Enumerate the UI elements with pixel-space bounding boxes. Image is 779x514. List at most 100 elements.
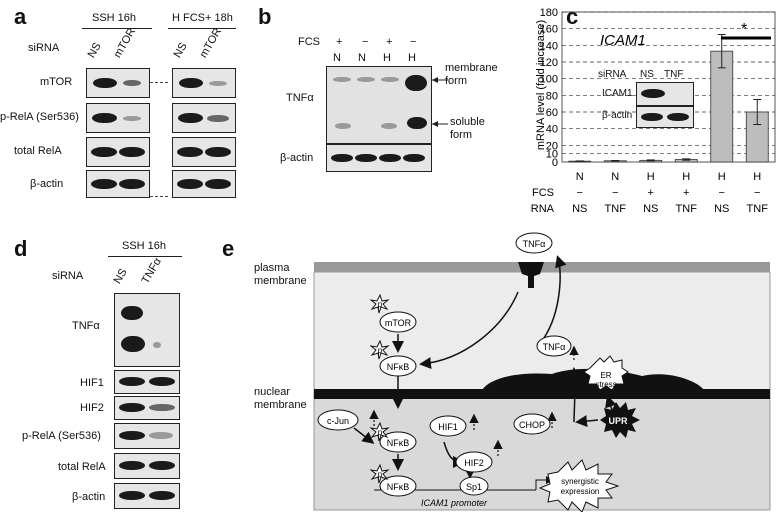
tnf-receptor — [518, 262, 544, 288]
panel-a-group-left: SSH 16h — [92, 12, 137, 24]
chart-ylabel: mRNA level (fold increase) — [535, 20, 547, 150]
soluble-arrow-head — [432, 121, 438, 127]
chart-fcs-label: − — [612, 187, 618, 199]
inset-blot-icam1 — [636, 82, 694, 106]
nucleus — [313, 393, 771, 511]
panel-d-group: SSH 16h — [122, 240, 167, 252]
panel-b-fcs-3: + — [386, 36, 393, 48]
panel-a-blot-totalrela-left — [86, 137, 150, 167]
panel-a-blot-mtor-left — [86, 68, 150, 98]
node-nfkb-cyto — [379, 355, 417, 377]
panel-a-row-actin: β-actin — [30, 178, 64, 190]
phospho-nfkb-cyto-label: p — [378, 346, 383, 355]
chart-sirna-label: NS — [714, 203, 729, 215]
chart-ytick-label: 140 — [540, 40, 558, 52]
chart-fcs-label: − — [754, 187, 760, 199]
inset-lane-1: NS — [640, 69, 654, 80]
panel-b-row-tnf: TNFα — [286, 92, 314, 104]
inset-blot-actin — [636, 106, 694, 128]
chart-ytick-label: 40 — [546, 124, 558, 136]
node-hif1 — [429, 415, 467, 437]
node-nfkb-cyto-label: NFκB — [387, 362, 410, 372]
panel-c-letter: c — [566, 4, 579, 29]
arrow-upr-er — [605, 395, 617, 411]
panel-a-dash-top — [150, 82, 168, 83]
node-cjun — [317, 409, 359, 431]
panel-a-blot-prela-left — [86, 103, 150, 133]
panel-d-row-hif1: HIF1 — [80, 377, 104, 389]
chart-sirna-label: NS — [643, 203, 658, 215]
panel-d-letter: d — [14, 236, 28, 261]
panel-d-blot-tnf — [114, 293, 180, 367]
phospho-nfkb-cyto-shape — [370, 340, 390, 360]
panel-b-lane-3: H — [383, 52, 391, 64]
node-cjun-label: c-Jun — [327, 416, 349, 426]
panel-a-lane-2: mTOR — [111, 26, 139, 60]
arrow-cjun-nfkb — [353, 427, 375, 444]
phospho-nfkb-nuc: p — [370, 422, 390, 442]
arrow-chop-tnf — [568, 367, 581, 423]
node-tnf-cyto — [536, 335, 572, 357]
node-mtor-label: mTOR — [385, 318, 412, 328]
arrow-tnf-secretion — [543, 255, 567, 339]
panel-a-blot-totalrela-right — [172, 137, 236, 167]
inset-sirna-label: siRNA — [598, 69, 627, 80]
chart-category-label: H — [647, 171, 655, 183]
inset-row-icam1: ICAM1 — [602, 88, 633, 99]
phospho-nfkb-promoter-shape — [370, 464, 390, 484]
chart-fcs-label: + — [648, 187, 654, 199]
chart-fcs-label: + — [683, 187, 689, 199]
panel-b-blot-actin — [326, 144, 432, 172]
panel-a-dash-bottom — [150, 196, 168, 197]
panel-b-fcs-4: − — [410, 36, 417, 48]
chart-category-label: N — [611, 171, 619, 183]
panel-b-fcs-1: + — [336, 36, 343, 48]
panel-a-sirna-label: siRNA — [28, 42, 60, 54]
chart-sirna-label: TNF — [747, 203, 769, 215]
node-tnf-cyto-label: TNFα — [543, 342, 566, 352]
node-tnf-top-wrap: TNFα — [515, 232, 553, 254]
panel-d-lane-2: TNFα — [139, 255, 164, 286]
node-nfkb-nuc — [379, 431, 417, 453]
node-nfkb-promoter — [379, 475, 417, 497]
chart-ytick-label: 60 — [546, 107, 558, 119]
inset-row-actin: β-actin — [602, 110, 633, 121]
node-er-stress-label-2: stress — [595, 380, 616, 389]
plasma-membrane-label: plasma membrane — [254, 262, 307, 287]
node-hif1-label: HIF1 — [438, 422, 458, 432]
chart-ytick-label: 0 — [552, 157, 558, 169]
node-nfkb-promoter-label: NFκB — [387, 482, 410, 492]
node-synergistic — [538, 459, 620, 512]
chart-fcs-row-label: FCS — [532, 187, 554, 199]
chart-sirna-row-label: siRNA — [530, 203, 555, 215]
panel-d-blot-hif2 — [114, 396, 180, 420]
phospho-nfkb-cyto: p — [370, 340, 390, 360]
panel-b-blot-tnf — [326, 66, 432, 144]
panel-b-arrows — [432, 77, 448, 127]
chart-sirna-label: NS — [572, 203, 587, 215]
panel-a-row-mtor: mTOR — [40, 76, 73, 88]
panel-a-blot-prela-right — [172, 103, 236, 133]
panel-b-letter: b — [258, 4, 272, 29]
promoter-tss — [535, 476, 554, 490]
chart-sirna-label: TNF — [676, 203, 698, 215]
panel-d-blot-hif1 — [114, 370, 180, 394]
panel-d-row-actin: β-actin — [72, 491, 106, 503]
chart-ytick-label: 20 — [546, 140, 558, 152]
significance-star: * — [741, 21, 747, 38]
node-hif2 — [455, 451, 493, 473]
panel-a-lane-1: NS — [85, 40, 104, 60]
panel-b-fcs-label: FCS — [298, 36, 320, 48]
node-hif2-label: HIF2 — [464, 458, 484, 468]
node-chop — [513, 413, 551, 435]
chart-ytick-label: 10 — [546, 149, 558, 161]
nuclear-membrane-label: nuclear membrane — [254, 386, 307, 411]
arrow-receptor-nfkb — [419, 291, 519, 370]
chart-category-label: H — [718, 171, 726, 183]
phospho-nfkb-promoter-label: p — [378, 470, 383, 479]
node-chop-label: CHOP — [519, 420, 545, 430]
node-synergistic-label-2: expression — [561, 487, 600, 496]
panel-d-group-line — [108, 256, 182, 257]
node-synergistic-label-1: synergistic — [561, 477, 599, 486]
